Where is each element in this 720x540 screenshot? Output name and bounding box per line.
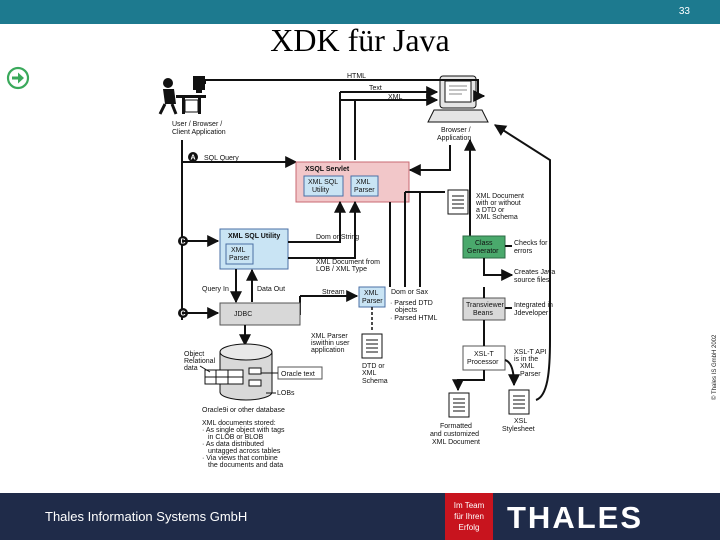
dtd-schema-1: DTD or <box>362 363 385 370</box>
slide-title: XDK für Java <box>270 22 450 58</box>
transviewer-1: Transviewer <box>466 302 505 309</box>
marker-a: A <box>191 155 196 162</box>
docs-stored-6: · Via views that combine <box>202 455 278 462</box>
oracle-text-label: Oracle text <box>281 371 315 378</box>
xml-doc-dtd-3: a DTD or <box>476 207 505 214</box>
xml-doc-dtd-4: XML Schema <box>476 214 518 221</box>
browser-label-1: Browser / <box>441 127 471 134</box>
browser-label-2: Application <box>437 135 471 142</box>
xslt-api-4: Parser <box>520 371 541 378</box>
docs-stored-5: untagged across tables <box>208 448 281 455</box>
xml-sql-utility-small-2: Utility <box>312 187 330 194</box>
thales-logo: THALES <box>507 500 643 535</box>
page-number: 33 <box>678 6 690 17</box>
xml-sql-utility-title: XML SQL Utility <box>228 233 280 240</box>
class-generator-2: Generator <box>467 248 499 255</box>
docs-stored-2: · As single object with tags <box>202 427 285 434</box>
formatted-doc-3: XML Document <box>432 439 480 446</box>
slogan-line-1: Im Team <box>453 501 485 510</box>
dtd-schema-3: Schema <box>362 378 388 385</box>
transviewer-2: Beans <box>473 310 493 317</box>
dtd-document-icon <box>361 333 383 359</box>
label-data-out: Data Out <box>257 286 285 293</box>
creates-java-1: Creates Java <box>514 269 555 276</box>
checks-errors-1: Checks for <box>514 240 548 247</box>
xml-doc-dtd-1: XML Document <box>476 193 524 200</box>
user-workstation-icon <box>158 76 206 115</box>
database-cylinder-icon <box>204 343 273 401</box>
footer-bar <box>0 493 720 540</box>
label-sql-query: SQL Query <box>204 155 239 162</box>
dtd-schema-2: XML <box>362 370 377 377</box>
formatted-document-icon <box>448 392 470 418</box>
jdbc-box <box>219 302 301 326</box>
xml-document-icon <box>447 189 469 215</box>
arrow-right-icon[interactable] <box>6 66 30 90</box>
lobs-label: LOBs <box>277 390 295 397</box>
xml-parser-b-2: Parser <box>229 255 250 262</box>
xml-parser-small-2: Parser <box>354 187 375 194</box>
xslt-api-2: is in the <box>514 356 538 363</box>
xml-parser-b-1: XML <box>231 247 246 254</box>
xsl-stylesheet-icon <box>508 389 530 415</box>
docs-stored-7: the documents and data <box>208 462 283 469</box>
jdbc-label: JDBC <box>234 311 252 318</box>
xslt-api-3: XML <box>520 363 535 370</box>
docs-stored-3: in CLOB or BLOB <box>208 434 264 441</box>
parser-within-3: application <box>311 347 345 354</box>
object-relational-2: Relational <box>184 358 216 365</box>
label-html: HTML <box>347 73 366 80</box>
parser-within-2: iswithin user <box>311 340 350 347</box>
object-relational-1: Object <box>184 351 204 358</box>
xml-parser-small-1: XML <box>356 179 371 186</box>
company-name: Thales Information Systems GmbH <box>45 509 248 524</box>
class-generator-1: Class <box>475 240 493 247</box>
user-label-1: User / Browser / <box>172 121 222 128</box>
label-dom-or-sax: Dom or Sax <box>391 289 428 296</box>
label-query-in: Query In <box>202 286 229 293</box>
formatted-doc-1: Formatted <box>440 423 472 430</box>
browser-computer-icon <box>427 75 489 123</box>
header-bar: 33 <box>0 0 720 24</box>
parsed-html: · Parsed HTML <box>390 315 438 322</box>
xdk-diagram: User / Browser / Client Application Brow… <box>158 73 555 469</box>
oracle-db-label: Oracle9i or other database <box>202 407 285 414</box>
integrated-2: Jdeveloper <box>514 310 549 317</box>
xml-parser-c-2: Parser <box>362 298 383 305</box>
slogan-line-3: Erfolg <box>458 523 480 532</box>
parser-within-1: XML Parser <box>311 333 348 340</box>
xsl-stylesheet-2: Stylesheet <box>502 426 535 433</box>
slogan-line-2: für Ihren <box>454 512 484 521</box>
label-xml-doc-lob-1: XML Document from <box>316 259 380 266</box>
parsed-objects: objects <box>395 307 418 314</box>
xslt-api-1: XSL-T API <box>514 349 547 356</box>
object-relational-3: data <box>184 365 198 372</box>
user-label-2: Client Application <box>172 129 226 136</box>
integrated-1: Integrated in <box>514 302 553 309</box>
formatted-doc-2: and customized <box>430 431 479 438</box>
label-xml-doc-lob-2: LOB / XML Type <box>316 266 367 273</box>
label-text: Text <box>369 85 382 92</box>
xml-sql-utility-small-1: XML SQL <box>308 179 338 186</box>
docs-stored-1: XML documents stored: <box>202 420 276 427</box>
label-stream: Stream <box>322 289 345 296</box>
parsed-dtd: · Parsed DTD <box>390 300 433 307</box>
xslt-processor-box <box>462 345 506 371</box>
checks-errors-2: errors <box>514 248 533 255</box>
creates-java-2: source files <box>514 277 550 284</box>
xsl-stylesheet-1: XSL <box>514 418 527 425</box>
xml-doc-dtd-2: with or without <box>475 200 521 207</box>
logo-text: THALES <box>507 500 643 535</box>
xsql-servlet-title: XSQL Servlet <box>305 166 350 173</box>
label-dom-or-string: Dom or String <box>316 234 359 241</box>
slogan-box: Im Team für Ihren Erfolg <box>445 493 493 540</box>
docs-stored-4: · As data distributed <box>202 441 264 448</box>
xslt-processor-2: Processor <box>467 359 499 366</box>
label-xml: XML <box>388 94 403 101</box>
xslt-processor-1: XSL-T <box>474 351 495 358</box>
xml-parser-c-1: XML <box>364 290 379 297</box>
